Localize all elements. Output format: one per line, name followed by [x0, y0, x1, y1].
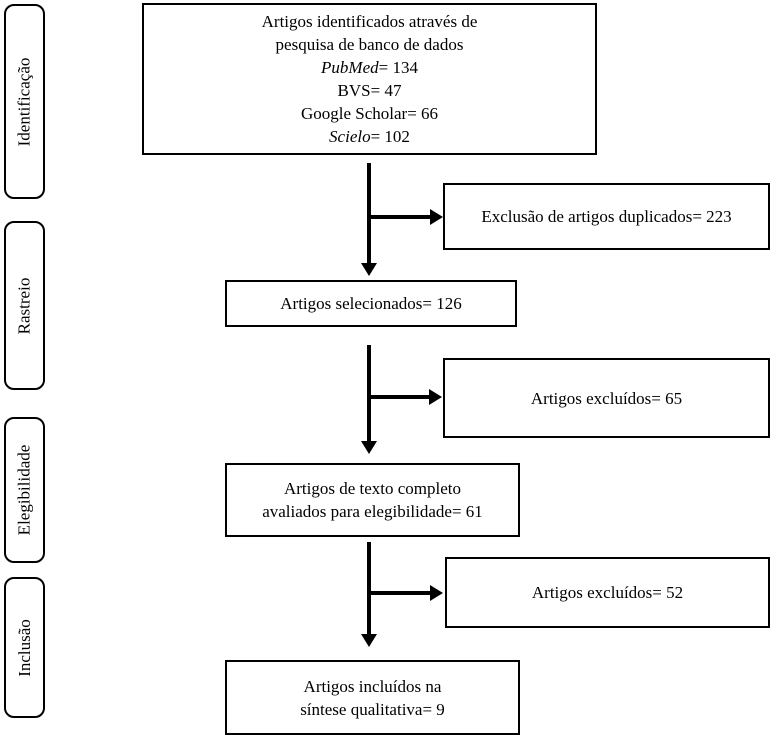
arrow-line-branch-excluded-eligibility: [369, 591, 430, 595]
stage-identificacao: Identificação: [4, 4, 45, 199]
source-pubmed-count: = 134: [378, 58, 418, 77]
box-duplicates-excluded: Exclusão de artigos duplicados= 223: [443, 183, 770, 250]
identified-source-google-scholar: Google Scholar= 66: [301, 102, 438, 125]
identified-source-bvs: BVS= 47: [338, 79, 402, 102]
excluded-eligibility-label: Artigos excluídos= 52: [531, 583, 684, 602]
stage-rastreio: Rastreio: [4, 221, 45, 390]
box-fulltext-assessed: Artigos de texto completo avaliados para…: [225, 463, 520, 537]
arrow-line-selected-to-fulltext: [367, 345, 371, 441]
source-scielo-count: = 102: [370, 127, 410, 146]
source-pubmed-name: PubMed: [321, 58, 379, 77]
source-scielo-name: Scielo: [329, 127, 371, 146]
source-google-scholar-name: Google Scholar: [300, 104, 408, 123]
box-excluded-screening: Artigos excluídos= 65: [443, 358, 770, 438]
source-bvs-count: = 47: [370, 81, 402, 100]
fulltext-line1: Artigos de texto completo: [283, 479, 462, 498]
box-identified-articles: Artigos identificados através de pesquis…: [142, 3, 597, 155]
arrow-line-branch-duplicates: [369, 215, 430, 219]
stage-elegibilidade: Elegibilidade: [4, 417, 45, 563]
arrow-line-branch-excluded-screening: [369, 395, 429, 399]
identified-line1: Artigos identificados através de: [261, 12, 478, 31]
stage-identificacao-label: Identificação: [14, 57, 34, 146]
included-line2: síntese qualitativa= 9: [300, 699, 445, 719]
duplicates-excluded-label: Exclusão de artigos duplicados= 223: [481, 207, 732, 226]
arrowhead-down-to-fulltext: [361, 441, 377, 454]
identified-line2: pesquisa de banco de dados: [275, 35, 464, 54]
included-line1: Artigos incluídos na: [303, 676, 442, 696]
stage-elegibilidade-label: Elegibilidade: [14, 444, 34, 536]
excluded-screening-label: Artigos excluídos= 65: [530, 388, 683, 408]
box-included-articles: Artigos incluídos na síntese qualitativa…: [225, 660, 520, 735]
box-excluded-eligibility: Artigos excluídos= 52: [445, 557, 770, 628]
source-bvs-name: BVS: [337, 81, 371, 100]
arrow-line-identified-to-selected: [367, 163, 371, 263]
fulltext-line2: avaliados para elegibilidade= 61: [262, 502, 483, 521]
arrowhead-down-to-included: [361, 634, 377, 647]
arrowhead-right-to-excluded-screening: [429, 389, 442, 405]
source-google-scholar-count: = 66: [407, 104, 439, 123]
identified-source-scielo: Scielo= 102: [329, 125, 410, 148]
stage-inclusao: Inclusão: [4, 577, 45, 718]
stage-inclusao-label: Inclusão: [14, 618, 34, 677]
arrowhead-down-to-selected: [361, 263, 377, 276]
arrowhead-right-to-excluded-eligibility: [430, 585, 443, 601]
arrow-line-fulltext-to-included: [367, 542, 371, 634]
stage-rastreio-label: Rastreio: [14, 277, 34, 334]
box-selected-articles: Artigos selecionados= 126: [225, 280, 517, 327]
arrowhead-right-to-duplicates: [430, 209, 443, 225]
identified-source-pubmed: PubMed= 134: [321, 56, 418, 79]
selected-articles-label: Artigos selecionados= 126: [280, 294, 462, 313]
